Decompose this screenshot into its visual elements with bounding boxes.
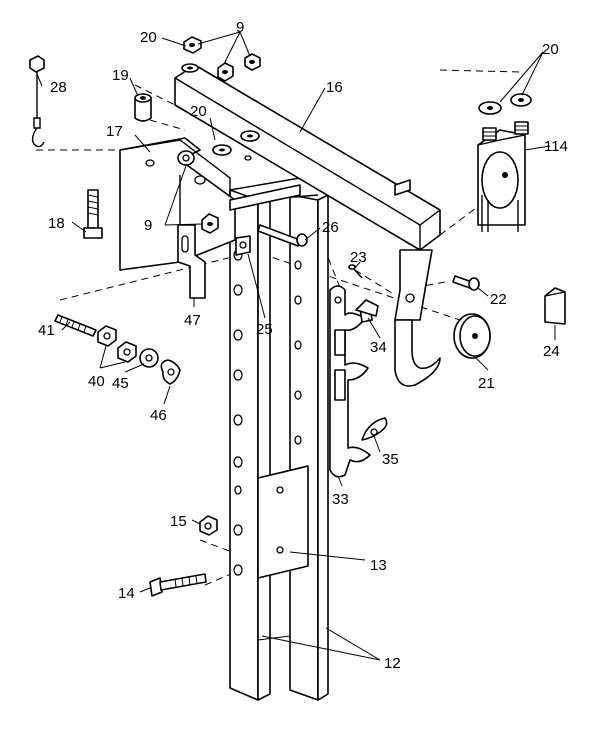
callout-22: 22 xyxy=(490,291,507,308)
callout-34: 34 xyxy=(370,339,387,356)
slotted-bracket xyxy=(177,224,206,299)
callout-15: 15 xyxy=(170,513,187,530)
hex-bolt-18 xyxy=(83,189,103,239)
column-holes xyxy=(233,249,302,576)
callout-114: 114 xyxy=(544,138,568,155)
callout-19: 19 xyxy=(112,67,129,84)
stud-bolt xyxy=(54,314,97,337)
callout-16: 16 xyxy=(326,79,343,96)
callout-40: 40 xyxy=(88,373,105,390)
callout-14: 14 xyxy=(118,585,135,602)
bolt-34 xyxy=(355,299,379,323)
upright-column xyxy=(229,177,329,701)
end-cap xyxy=(544,287,566,325)
callout-35: 35 xyxy=(382,451,399,468)
callout-20: 20 xyxy=(542,41,559,58)
nuts xyxy=(97,325,137,363)
top-nuts xyxy=(183,36,261,82)
leader-lines xyxy=(36,31,556,661)
pulley-wheel xyxy=(453,313,491,359)
callout-24: 24 xyxy=(543,343,560,360)
top-washers xyxy=(181,63,260,161)
callout-41: 41 xyxy=(38,322,55,339)
bolt-14 xyxy=(149,573,207,597)
nut-15 xyxy=(199,515,218,536)
bolt-22 xyxy=(452,275,480,291)
callout-20: 20 xyxy=(140,29,157,46)
callout-46: 46 xyxy=(150,407,167,424)
wing-nut xyxy=(160,359,181,385)
washer-45 xyxy=(139,348,159,368)
axle-pin xyxy=(257,224,308,247)
beam-pulley-bracket xyxy=(394,249,433,321)
screw-23 xyxy=(348,264,363,279)
callout-23: 23 xyxy=(350,249,367,266)
callout-18: 18 xyxy=(48,215,65,232)
pulley-housing xyxy=(477,93,532,232)
hook-35 xyxy=(361,417,388,441)
callout-28: 28 xyxy=(50,79,67,96)
callout-13: 13 xyxy=(370,557,387,574)
insert-plate xyxy=(257,465,309,579)
callout-26: 26 xyxy=(322,219,339,236)
small-bracket-25 xyxy=(235,235,251,256)
top-bracket-plate xyxy=(119,137,301,271)
callout-9: 9 xyxy=(144,217,152,234)
callout-17: 17 xyxy=(106,123,123,140)
callout-9: 9 xyxy=(236,19,244,36)
cable-hook xyxy=(29,55,45,148)
callout-47: 47 xyxy=(184,312,201,329)
callout-45: 45 xyxy=(112,375,129,392)
callout-20: 20 xyxy=(190,103,207,120)
hook-rack xyxy=(329,285,371,478)
callout-21: 21 xyxy=(478,375,495,392)
callout-labels: 9 20 28 19 20 16 20 114 17 18 9 26 23 22… xyxy=(38,19,568,672)
callout-12: 12 xyxy=(384,655,401,672)
lower-nut-washer xyxy=(177,150,219,234)
callout-25: 25 xyxy=(256,321,273,338)
weight-hook xyxy=(394,319,441,387)
spacer-sleeve xyxy=(134,93,152,122)
callout-33: 33 xyxy=(332,491,349,508)
